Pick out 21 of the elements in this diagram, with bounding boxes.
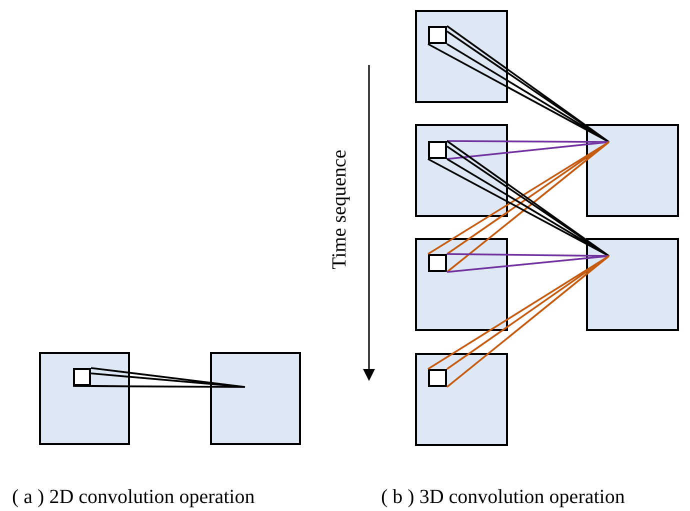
feature-map-square bbox=[586, 124, 679, 217]
feature-map-square bbox=[415, 124, 508, 217]
caption: ( b ) 3D convolution operation bbox=[381, 486, 625, 509]
kernel-square bbox=[428, 26, 447, 44]
feature-map-square bbox=[586, 238, 679, 331]
caption: ( a ) 2D convolution operation bbox=[12, 486, 255, 509]
feature-map-square bbox=[415, 353, 508, 446]
connection-line-fan bbox=[427, 25, 610, 143]
kernel-square bbox=[428, 254, 447, 272]
connection-line-fan bbox=[446, 140, 610, 160]
connection-line-fan bbox=[446, 253, 610, 273]
feature-map-square bbox=[415, 238, 508, 331]
connection-line-fan bbox=[72, 367, 246, 388]
kernel-square bbox=[73, 368, 91, 386]
feature-map-square bbox=[39, 352, 130, 445]
kernel-square bbox=[428, 369, 447, 387]
feature-map-square bbox=[415, 10, 508, 103]
feature-map-square bbox=[210, 352, 301, 445]
kernel-square bbox=[428, 141, 447, 159]
connection-line-fan bbox=[427, 255, 610, 388]
axis-label: Time sequence bbox=[328, 148, 352, 272]
